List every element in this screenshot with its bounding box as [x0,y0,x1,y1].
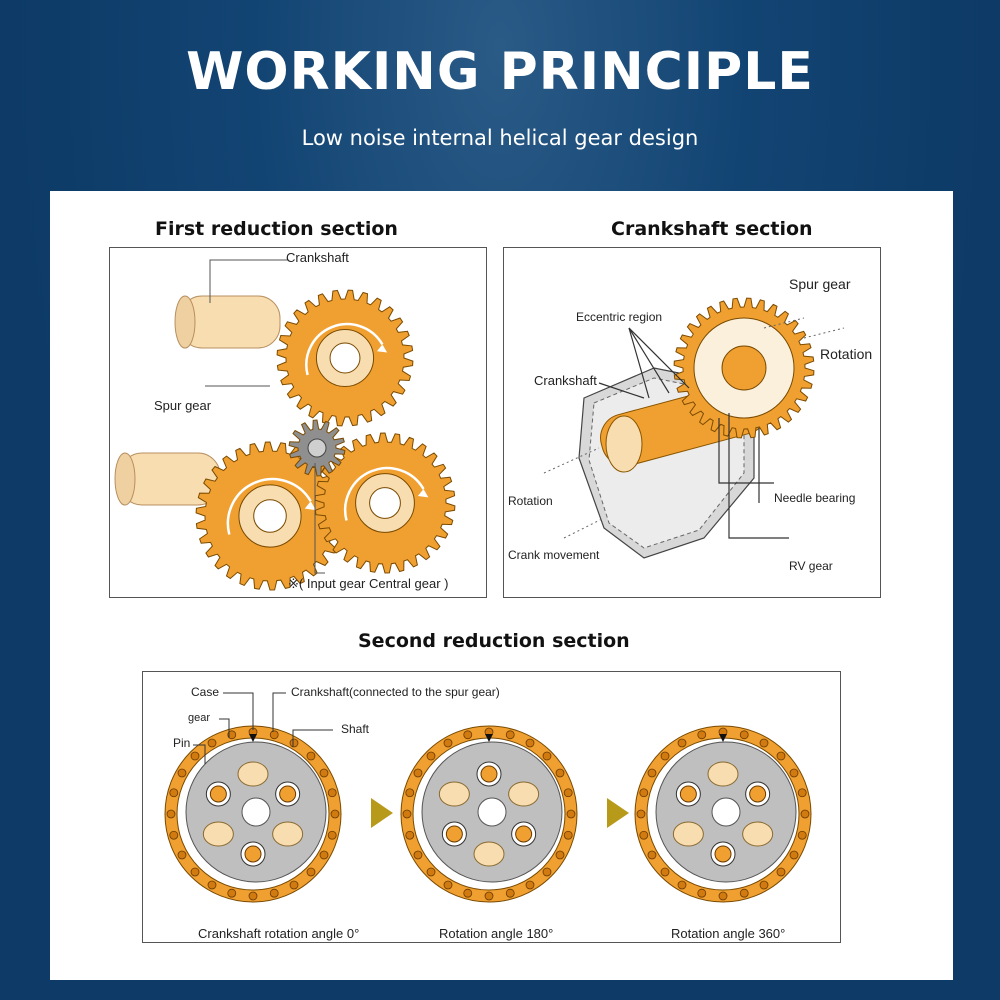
page-subtitle: Low noise internal helical gear design [301,126,699,150]
content-card: First reduction section Crankshaft Spur [50,191,953,980]
cs-spur-gear-label: Spur gear [789,276,851,292]
second-reduction-diagram [164,692,812,903]
arrow-2-icon [607,798,629,828]
crank-movement-label: Crank movement [508,548,600,562]
first-reduction-title: First reduction section [155,218,398,240]
upper-spur-gear [276,289,414,427]
first-crankshaft-label: Crankshaft [286,250,349,265]
lower-left-spur-gear [195,441,345,591]
case-label: Case [191,685,220,699]
input-gear-label: ※( Input gear Central gear ) [288,576,449,591]
crankshaft-connected-label: Crankshaft(connected to the spur gear) [291,685,500,699]
cs-rotation-right-label: Rotation [820,346,873,362]
pin-label: Pin [173,736,191,750]
needle-bearing-label: Needle bearing [774,491,856,505]
crankshaft-section-title: Crankshaft section [611,218,813,240]
angle-360-label: Rotation angle 360° [671,926,786,941]
second-reduction-panel: Case Crankshaft(connected to the spur ge… [142,671,841,943]
reduction-stage-1 [164,725,342,903]
gear-label: gear [188,712,211,724]
arrow-1-icon [371,798,393,828]
eccentric-region-label: Eccentric region [576,310,663,324]
cs-rotation-left-label: Rotation [508,494,553,508]
reduction-stage-2 [400,725,578,903]
crankshaft-section-diagram [543,297,845,559]
crankshaft-section-panel: Spur gear Rotation Eccentric region Cran… [503,247,881,598]
rv-gear-label: RV gear [789,559,833,573]
first-spur-gear-label: Spur gear [154,398,212,413]
second-reduction-title: Second reduction section [358,630,630,652]
cs-crankshaft-label: Crankshaft [534,373,597,388]
first-reduction-diagram [114,259,456,591]
page-title: WORKING PRINCIPLE [186,42,814,102]
angle-0-label: Crankshaft rotation angle 0° [198,926,360,941]
first-reduction-panel: Crankshaft Spur gear ※( Input gear Centr… [109,247,487,598]
lower-right-spur-gear [314,432,456,574]
shaft-label: Shaft [341,722,370,736]
reduction-stage-3 [634,725,812,903]
upper-crankshaft [174,295,281,349]
angle-180-label: Rotation angle 180° [439,926,554,941]
